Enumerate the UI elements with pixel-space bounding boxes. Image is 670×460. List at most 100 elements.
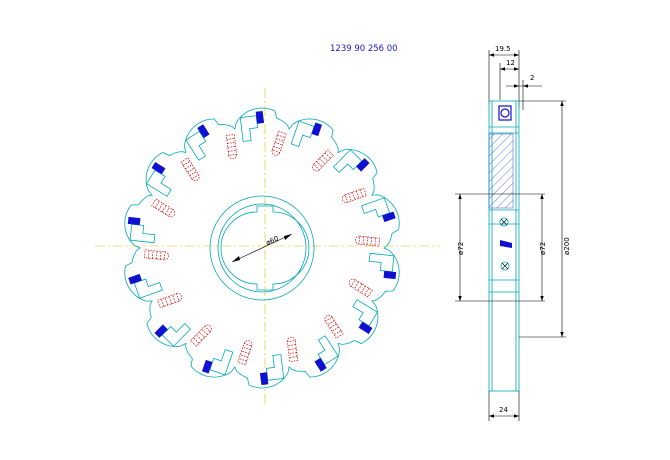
tooth-pocket bbox=[209, 349, 234, 376]
side-screw-upper-x2 bbox=[500, 218, 508, 226]
tooth-pocket bbox=[361, 197, 391, 218]
tooth-pocket bbox=[161, 322, 192, 347]
bore-arrow-right bbox=[284, 234, 292, 240]
part-number: 1239 90 256 00 bbox=[330, 44, 398, 54]
screw-tip bbox=[204, 324, 212, 333]
dim-width-total: 19.5 bbox=[495, 45, 511, 53]
hub-dim-right-arrow-top bbox=[540, 194, 544, 199]
cutter-tooth bbox=[271, 120, 323, 156]
cutter-tooth bbox=[225, 110, 265, 160]
screw-tip bbox=[341, 194, 348, 204]
side-insert-middle bbox=[500, 240, 512, 248]
tooth-pocket bbox=[146, 169, 172, 197]
carbide-insert bbox=[255, 110, 265, 124]
dim-hub-width: 24 bbox=[499, 406, 508, 414]
hub-dim-left-arrow-top bbox=[458, 194, 462, 199]
outer-diameter: ø200 bbox=[563, 237, 571, 255]
tooth-pocket bbox=[368, 252, 395, 273]
dim-width-body: 12 bbox=[506, 59, 515, 67]
screw-tip bbox=[164, 251, 169, 261]
carbide-insert bbox=[382, 211, 396, 223]
hub-ring-outer bbox=[209, 195, 315, 301]
cutter-tooth bbox=[180, 124, 210, 182]
cutter-tooth bbox=[312, 149, 370, 174]
screw-tip bbox=[287, 336, 296, 342]
bottom-arrow-right bbox=[514, 414, 519, 418]
cutter-tooth bbox=[259, 336, 299, 386]
bore-dimension-line bbox=[231, 233, 293, 263]
screw-tip bbox=[312, 163, 320, 172]
arrow-12-left bbox=[500, 67, 505, 71]
cutter-tooth bbox=[348, 278, 378, 334]
clamp-screw-hidden bbox=[344, 187, 367, 203]
side-body-outline bbox=[488, 100, 520, 392]
carbide-insert bbox=[314, 357, 327, 372]
screw-tip bbox=[191, 174, 200, 182]
tooth-pocket bbox=[129, 223, 156, 244]
carbide-insert bbox=[128, 273, 142, 285]
bottom-arrow-left bbox=[489, 414, 494, 418]
clamp-screw-hidden bbox=[313, 149, 334, 171]
clamp-screw-hidden bbox=[271, 130, 287, 154]
carbide-insert bbox=[201, 359, 213, 374]
cutter-tooth bbox=[146, 162, 176, 218]
screw-tip bbox=[243, 340, 253, 347]
clamp-screw-hidden bbox=[190, 325, 211, 347]
side-screw-lower-x2 bbox=[501, 262, 509, 270]
hub-ring-middle bbox=[217, 203, 307, 293]
tooth-pocket bbox=[133, 278, 163, 299]
top-insert-square bbox=[498, 105, 512, 121]
hub-dim-right-arrow-bottom bbox=[540, 296, 544, 301]
cutter-teeth bbox=[127, 110, 397, 386]
tooth-pocket bbox=[290, 120, 315, 147]
screw-tip bbox=[168, 209, 176, 218]
cutter-tooth bbox=[314, 314, 344, 372]
side-screw-lower bbox=[500, 261, 510, 271]
screw-tip bbox=[324, 314, 333, 322]
arrow-19-5-right bbox=[514, 53, 519, 57]
carbide-insert bbox=[127, 216, 141, 226]
top-insert-screw bbox=[500, 108, 510, 118]
tooth-pocket bbox=[332, 149, 363, 174]
carbide-insert bbox=[358, 321, 373, 334]
screw-tip bbox=[348, 278, 356, 287]
carbide-insert bbox=[154, 324, 168, 338]
dim-offset: 2 bbox=[530, 74, 534, 82]
cutter-tooth bbox=[127, 216, 169, 261]
screw-tip bbox=[271, 149, 281, 156]
carbide-insert bbox=[356, 158, 370, 172]
hub-diameter-left: ø72 bbox=[457, 242, 465, 255]
clamp-screw-hidden bbox=[157, 293, 180, 309]
bore-arrow-left bbox=[232, 256, 240, 262]
carbide-insert bbox=[383, 270, 397, 280]
clamp-screw-hidden bbox=[151, 198, 174, 217]
front-view: ø60 bbox=[95, 88, 440, 405]
tooth-pocket bbox=[352, 299, 378, 327]
outer-arrow-top bbox=[560, 101, 564, 106]
tooth-pocket bbox=[185, 130, 207, 161]
arrow-2-right bbox=[523, 84, 528, 88]
clamp-screw-hidden bbox=[358, 235, 381, 247]
clamp-screw-hidden bbox=[225, 134, 238, 156]
screw-tip bbox=[228, 154, 237, 160]
tooth-pocket bbox=[265, 354, 285, 381]
clamp-screw-hidden bbox=[286, 340, 299, 362]
screw-tip bbox=[355, 235, 360, 245]
carbide-insert bbox=[311, 122, 323, 137]
side-screw-upper bbox=[499, 217, 509, 227]
hub-dim-left-arrow-bottom bbox=[458, 296, 462, 301]
clamp-screw-hidden bbox=[350, 279, 373, 298]
clamp-screw-hidden bbox=[324, 316, 344, 339]
cutter-tooth bbox=[355, 235, 397, 280]
screw-tip bbox=[176, 292, 183, 302]
clamp-screw-hidden bbox=[143, 249, 166, 261]
section-hatch bbox=[488, 133, 514, 209]
cutter-outer-profile bbox=[124, 107, 400, 389]
cutter-tooth bbox=[128, 273, 183, 309]
clamp-screw-hidden bbox=[237, 342, 253, 366]
arrow-12-right bbox=[514, 67, 519, 71]
carbide-insert bbox=[151, 162, 166, 175]
bore-profile bbox=[220, 205, 310, 291]
hub-diameter-right: ø72 bbox=[539, 242, 547, 255]
